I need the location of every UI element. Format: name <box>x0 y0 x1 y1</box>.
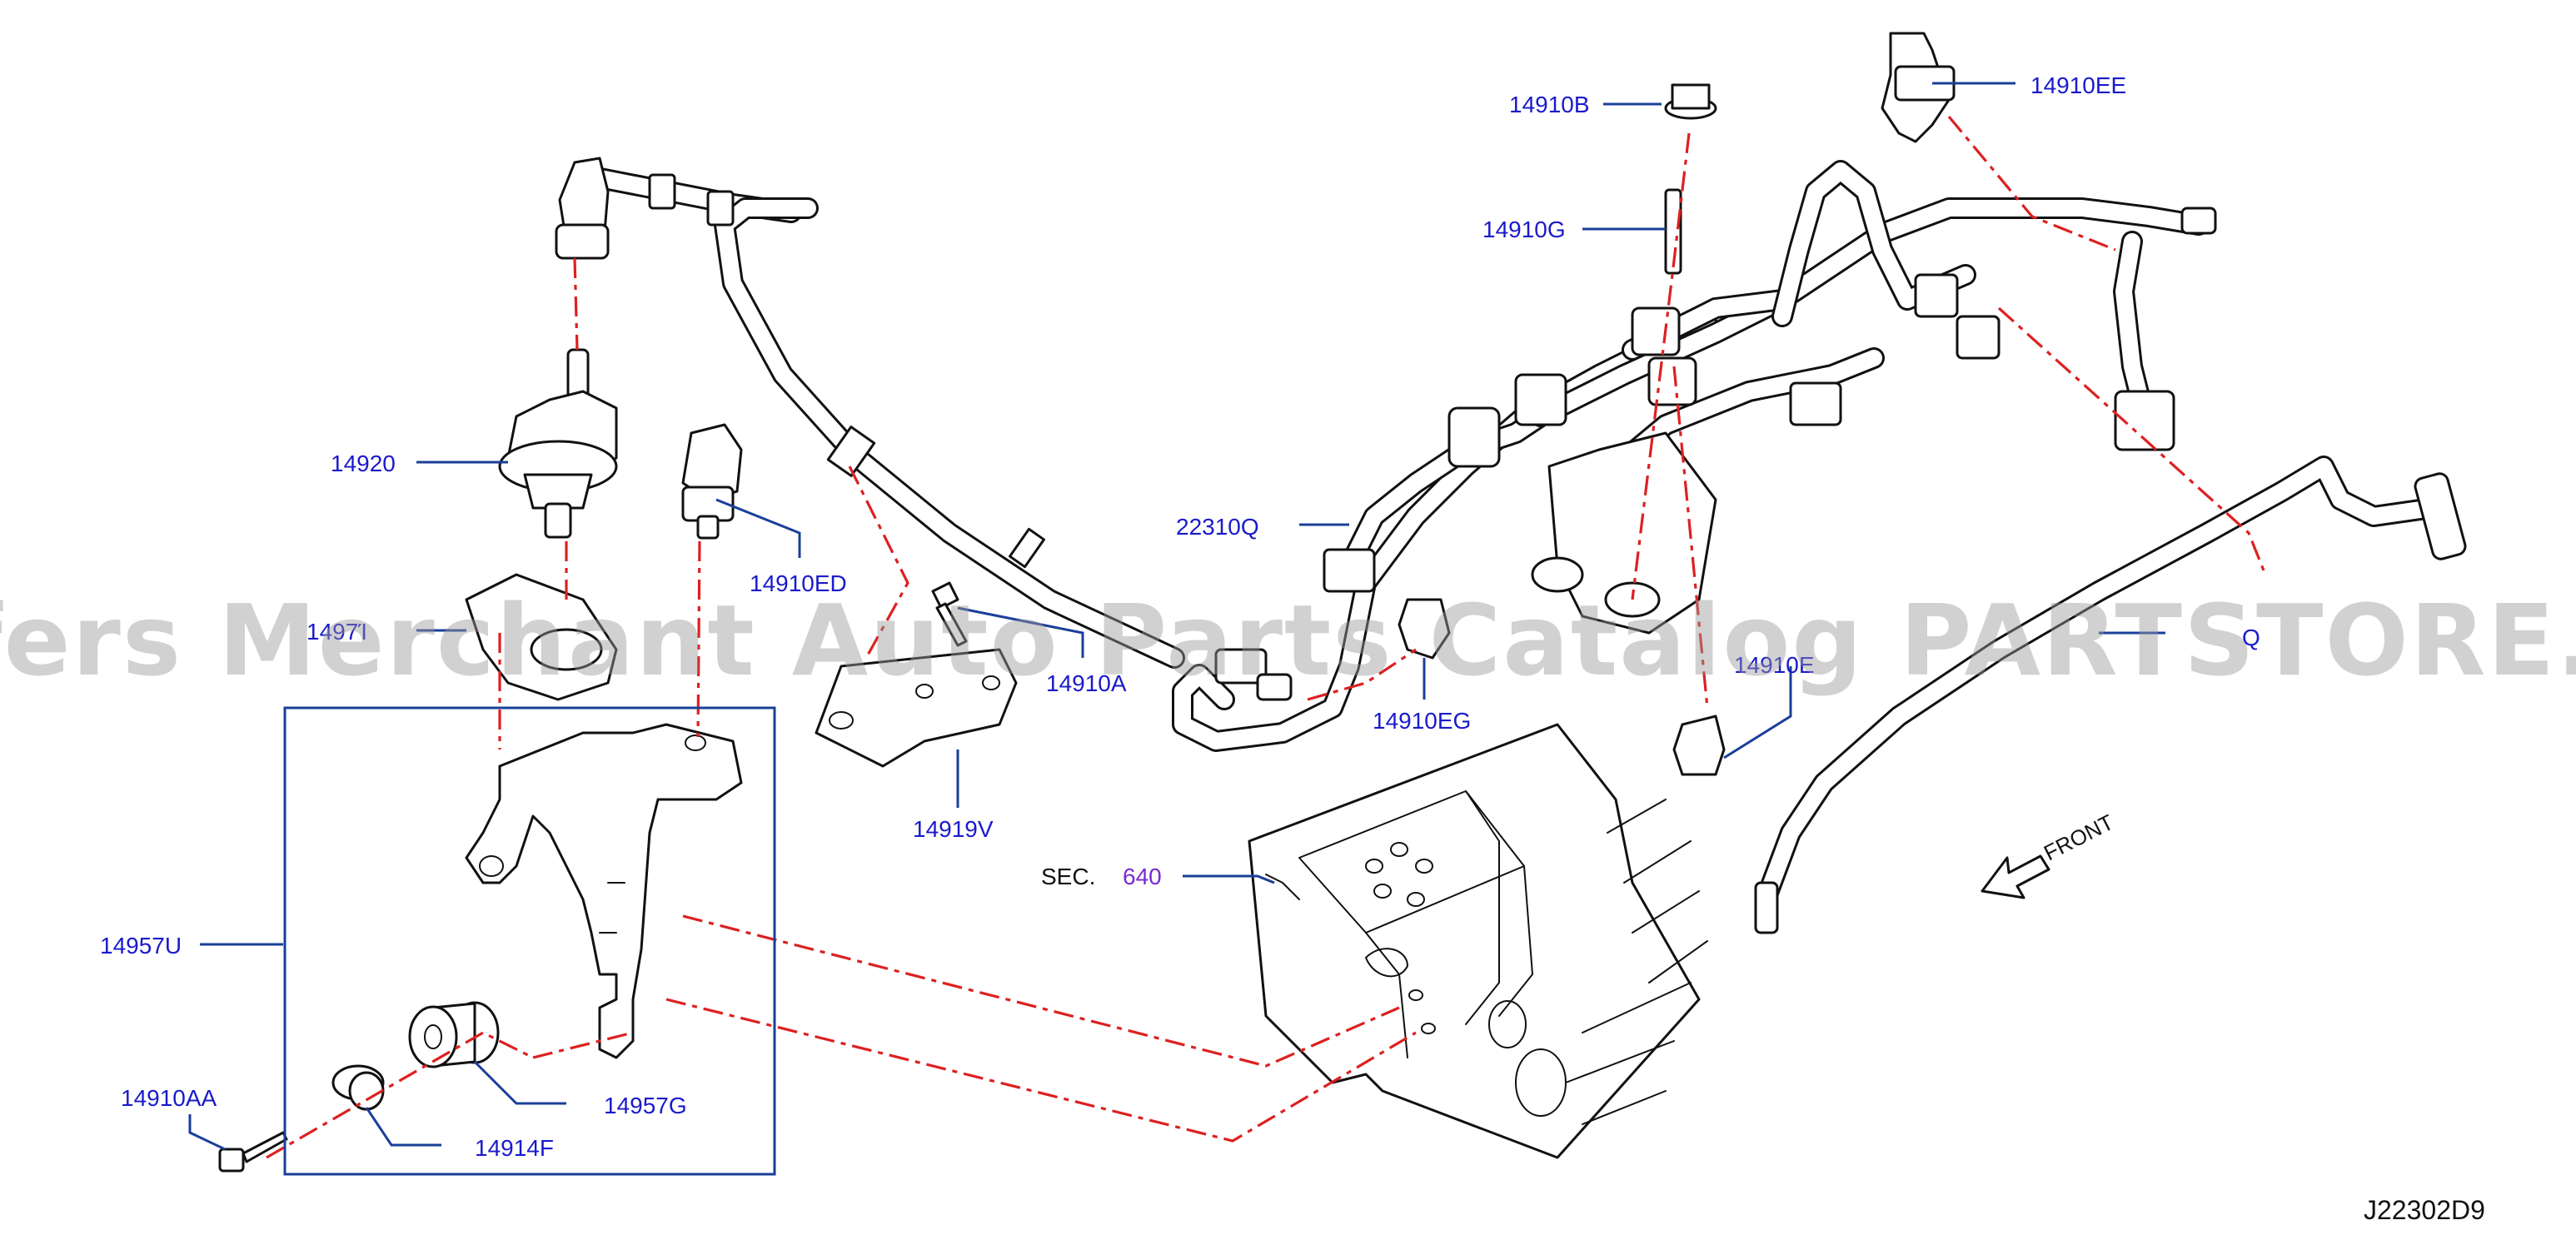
label-14957g[interactable]: 14957G <box>604 1093 687 1118</box>
clip-14910ee <box>1881 32 1956 143</box>
label-14910aa[interactable]: 14910AA <box>121 1085 217 1111</box>
front-arrow-icon <box>1981 854 2050 899</box>
part-labels: 14920 1497Ί 14910ED 14957U 14910AA 14914… <box>100 72 2260 1161</box>
leader-lines <box>188 82 2165 1151</box>
label-14910a[interactable]: 14910A <box>1046 670 1127 696</box>
purge-valve-14920 <box>498 348 618 539</box>
label-14914f[interactable]: 14914F <box>475 1135 554 1161</box>
label-14910ed[interactable]: 14910ED <box>750 570 847 596</box>
front-direction-indicator: FRONT <box>1981 809 2118 899</box>
label-1497-partial[interactable]: 1497Ί <box>306 619 367 645</box>
assembly-alignment-lines <box>266 115 2267 1159</box>
label-22310q[interactable]: 22310Q <box>1176 514 1259 540</box>
label-14920[interactable]: 14920 <box>331 451 396 476</box>
clip-14910ed <box>681 423 743 540</box>
engine-block-section <box>1248 723 1708 1159</box>
stud-14910g <box>1664 188 1682 275</box>
clip-14910e <box>1672 715 1726 776</box>
label-14910e-partial[interactable]: 14910E <box>1734 652 1815 678</box>
grommet-14957g <box>408 1001 500 1068</box>
clip-14910eg <box>1398 598 1451 660</box>
section-number-link[interactable]: 640 <box>1123 864 1162 889</box>
label-14910eg[interactable]: 14910EG <box>1373 708 1471 734</box>
purge-canister-cluster <box>1214 273 2175 701</box>
bracket-14957u <box>465 723 743 1059</box>
label-14919v[interactable]: 14919V <box>913 816 994 842</box>
section-prefix: SEC. <box>1041 864 1095 889</box>
label-14957u[interactable]: 14957U <box>100 933 182 959</box>
bracket-1497 <box>465 573 618 701</box>
label-14910g[interactable]: 14910G <box>1482 217 1566 242</box>
label-14910b[interactable]: 14910B <box>1509 92 1590 117</box>
bolt-14910a <box>931 581 968 647</box>
nut-14910b <box>1664 83 1717 120</box>
hose-connector-top <box>555 157 735 260</box>
bolt-14910aa <box>218 1131 288 1173</box>
bracket-14919v <box>815 648 1018 768</box>
group-box-14957u <box>283 706 776 1176</box>
diagram-id: J22302D9 <box>2364 1195 2485 1225</box>
watermark-text: Offers Merchant Auto Parts Catalog PARTS… <box>0 583 2576 698</box>
washer-14914f <box>331 1064 385 1111</box>
label-14910ee[interactable]: 14910EE <box>2030 72 2126 98</box>
label-q-partial[interactable]: Q <box>2242 625 2260 650</box>
front-label: FRONT <box>2040 809 2118 865</box>
